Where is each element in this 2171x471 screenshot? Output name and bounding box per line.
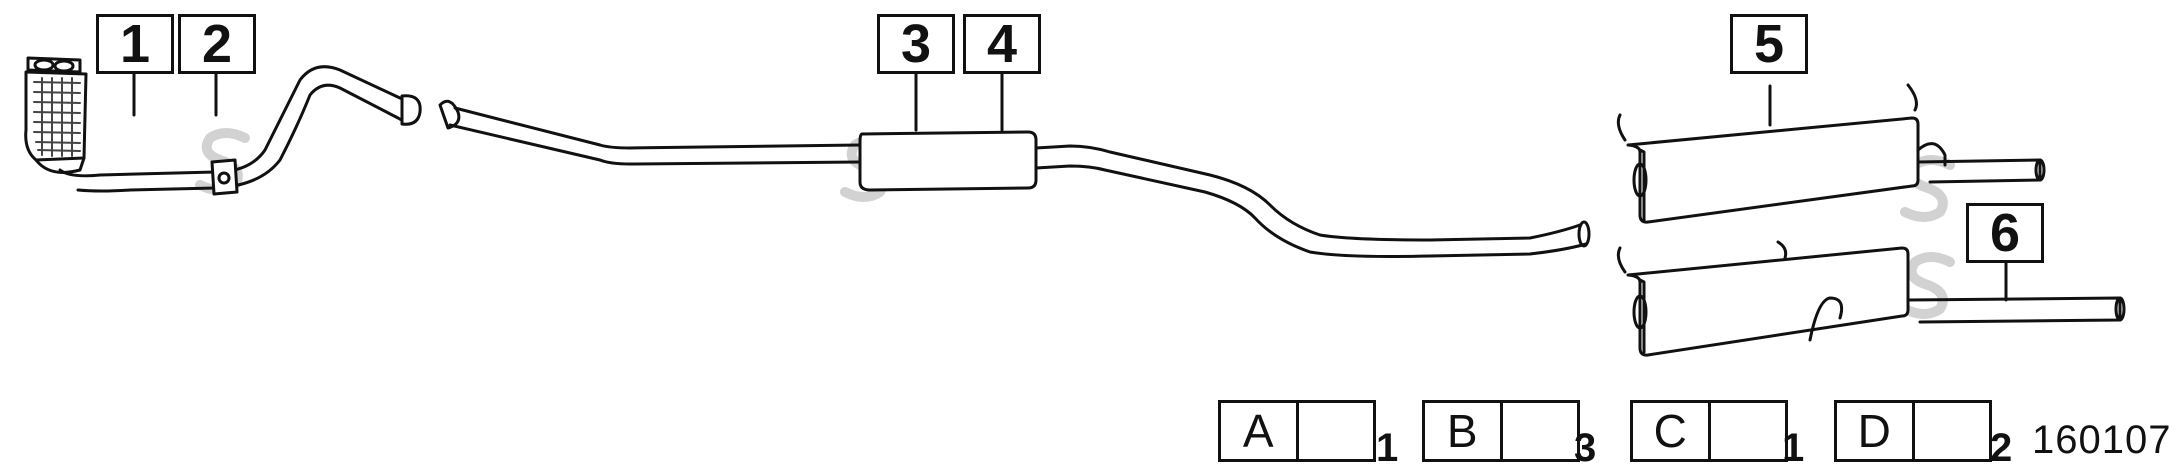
kit-b: B xyxy=(1422,400,1580,462)
kit-a: A xyxy=(1218,400,1376,462)
part-front-pipe xyxy=(58,65,422,196)
callout-3: 3 xyxy=(877,14,955,74)
kit-c-letter: C xyxy=(1633,403,1711,459)
callout-5: 5 xyxy=(1730,14,1808,74)
leader-lines xyxy=(132,72,2008,302)
kit-b-image xyxy=(1503,403,1578,459)
callout-4: 4 xyxy=(963,14,1041,74)
kit-d-image xyxy=(1915,403,1990,459)
kit-d-letter: D xyxy=(1837,403,1915,459)
part-rear-silencer-5 xyxy=(1616,83,2046,224)
callout-6: 6 xyxy=(1966,203,2044,263)
part-middle-pipe-and-silencer xyxy=(438,99,1591,258)
callout-2: 2 xyxy=(178,14,256,74)
kit-a-letter: A xyxy=(1221,403,1299,459)
kit-c-qty: 1 xyxy=(1782,426,1805,470)
kit-d-qty: 2 xyxy=(1990,426,2013,470)
kit-a-image xyxy=(1299,403,1374,459)
kit-c: C xyxy=(1630,400,1788,462)
kit-b-qty: 3 xyxy=(1574,426,1597,470)
part-catalytic-converter xyxy=(24,56,88,174)
part-rear-silencer-6 xyxy=(1616,240,2126,357)
diagram-id: 160107 xyxy=(2032,418,2171,462)
kit-a-qty: 1 xyxy=(1376,426,1399,470)
kit-d: D xyxy=(1834,400,1992,462)
kit-b-letter: B xyxy=(1425,403,1503,459)
kit-c-image xyxy=(1711,403,1786,459)
callout-1: 1 xyxy=(96,14,174,74)
